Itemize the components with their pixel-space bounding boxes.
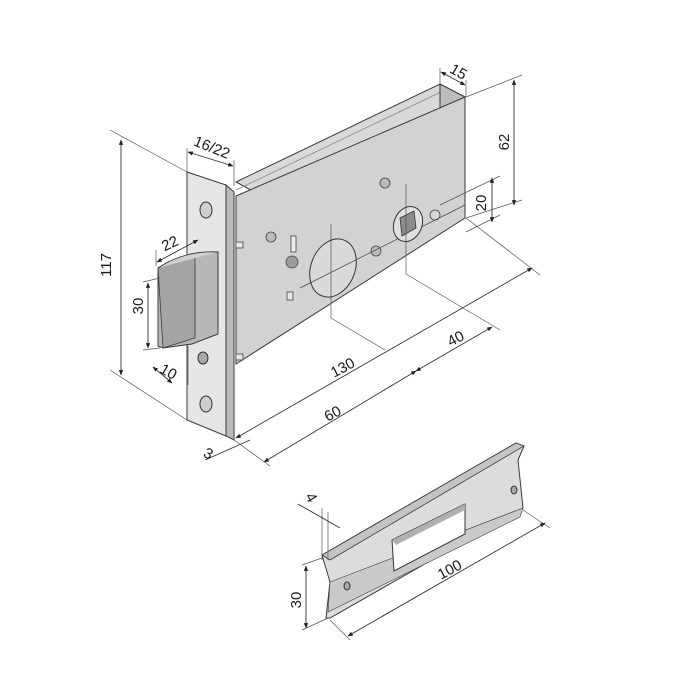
dim-faceplate-width: 16/22 (191, 133, 232, 163)
screw-icon (379, 177, 391, 189)
faceplate-edge (225, 183, 235, 441)
screw-hole-icon (199, 201, 213, 219)
dim-backset: 60 (322, 403, 345, 426)
dim-strike-height: 30 (288, 592, 305, 609)
case-slot (235, 241, 244, 249)
dim-center-distance: 40 (445, 328, 468, 351)
dim-latch-height: 30 (130, 298, 147, 315)
follower-icon (392, 206, 424, 242)
dim-faceplate-thickness: 3 (200, 445, 215, 464)
dim-case-length: 130 (328, 355, 358, 382)
case-slot (286, 291, 294, 301)
dim-case-height: 62 (496, 134, 513, 151)
lock-case (234, 83, 467, 365)
screw-icon (370, 245, 382, 257)
strike-plate (321, 442, 525, 619)
dim-faceplate-height: 117 (98, 253, 115, 277)
keyhole-icon (285, 235, 299, 269)
adjust-screw-icon (197, 351, 209, 365)
screw-hole-icon (199, 395, 213, 413)
dim-follower-offset: 20 (473, 195, 490, 212)
dim-latch-projection: 22 (159, 233, 181, 255)
screw-icon (265, 231, 277, 243)
dim-strike-thickness: 4 (301, 490, 320, 506)
case-slot (235, 353, 244, 361)
dim-latch-offset: 10 (157, 361, 180, 384)
screw-hole-icon (343, 581, 351, 591)
dim-case-depth: 15 (447, 61, 470, 84)
screw-hole-icon (510, 485, 518, 495)
dim-strike-length: 100 (435, 557, 465, 584)
latch-bolt (157, 251, 219, 349)
